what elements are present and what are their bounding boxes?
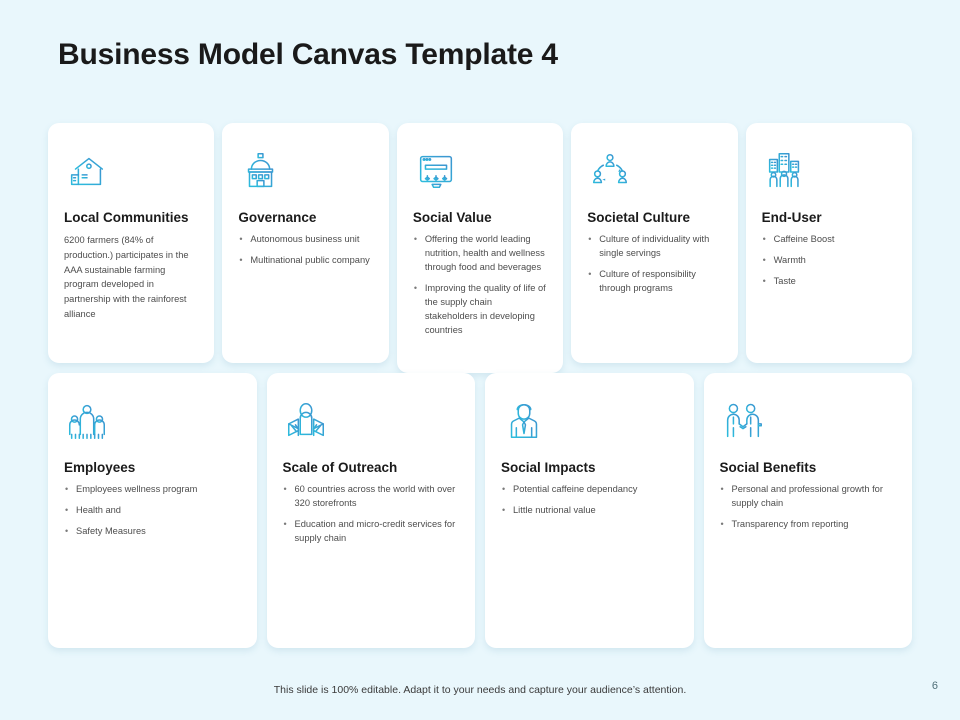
bullet-item: 60 countries across the world with over … <box>283 483 460 511</box>
bullet-item: Safety Measures <box>64 525 241 539</box>
card-bullet-list: Offering the world leading nutrition, he… <box>413 233 547 338</box>
browser-network-icon <box>413 148 547 196</box>
home-icon <box>64 148 198 196</box>
bullet-item: Education and micro-credit services for … <box>283 518 460 546</box>
card-scale-of-outreach: Scale of Outreach 60 countries across the… <box>266 373 475 648</box>
bullet-item: Transparency from reporting <box>720 518 897 532</box>
card-title: Social Impacts <box>501 460 596 475</box>
bullet-item: Autonomous business unit <box>238 233 372 247</box>
card-bullet-list: Personal and professional growth for sup… <box>720 483 897 532</box>
card-bullet-list: Potential caffeine dependancyLittle nutr… <box>501 483 678 518</box>
bullet-item: Personal and professional growth for sup… <box>720 483 897 511</box>
page-number: 6 <box>931 680 938 692</box>
card-title: Societal Culture <box>587 210 690 225</box>
card-title: Governance <box>238 210 317 225</box>
card-title: Employees <box>64 460 136 475</box>
bullet-item: Culture of individuality with single ser… <box>587 233 721 261</box>
employee-group-icon <box>64 398 241 446</box>
bullet-item: Offering the world leading nutrition, he… <box>413 233 547 275</box>
card-title: Social Value <box>412 210 492 225</box>
footer-note: This slide is 100% editable. Adapt it to… <box>273 684 687 696</box>
card-local-communities: Local Communities 6200 farmers (84% of pr… <box>48 123 215 363</box>
card-social-value: Social ValueOffering the world leading n… <box>396 123 564 373</box>
card-end-user: End-UserCaffeine BoostWarmthTaste <box>745 123 913 363</box>
card-social-benefits: Social BenefitsPersonal and professional… <box>703 373 912 648</box>
bullet-item: Health and <box>64 504 241 518</box>
crowd-city-icon <box>762 148 896 196</box>
card-title: Scale of Outreach <box>282 460 398 475</box>
card-governance: GovernanceAutonomous business unitMultin… <box>222 123 389 363</box>
people-network-icon <box>587 148 721 196</box>
card-description: 6200 farmers (84% of production.) partic… <box>64 235 189 319</box>
bullet-item: Multinational public company <box>238 254 372 268</box>
card-bullet-list: 60 countries across the world with over … <box>283 483 460 546</box>
card-row-bottom: EmployeesEmployees wellness programHealt… <box>48 373 912 648</box>
bullet-item: Potential caffeine dependancy <box>501 483 678 497</box>
bullet-item: Taste <box>762 275 896 289</box>
page-title: Business Model Canvas Template 4 <box>58 38 558 71</box>
person-map-icon <box>283 398 460 446</box>
card-social-impacts: Social ImpactsPotential caffeine dependa… <box>485 373 694 648</box>
government-building-icon <box>238 148 372 196</box>
bullet-item: Warmth <box>762 254 896 268</box>
bullet-item: Culture of responsibility through progra… <box>587 268 721 296</box>
bullet-item: Caffeine Boost <box>762 233 896 247</box>
card-bullet-list: Employees wellness programHealth andSafe… <box>64 483 241 539</box>
bullet-item: Employees wellness program <box>64 483 241 497</box>
card-row-top: Local Communities 6200 farmers (84% of pr… <box>48 123 913 373</box>
card-title: End-User <box>761 210 822 225</box>
card-title: Local Communities <box>64 210 189 225</box>
bullet-item: Little nutrional value <box>501 504 678 518</box>
bullet-item: Improving the quality of life of the sup… <box>413 282 547 338</box>
card-societal-culture: Societal CultureCulture of individuality… <box>571 123 738 363</box>
handshake-people-icon <box>720 398 897 446</box>
card-bullet-list: Culture of individuality with single ser… <box>587 233 721 296</box>
card-employees: EmployeesEmployees wellness programHealt… <box>48 373 257 648</box>
card-bullet-list: Autonomous business unitMultinational pu… <box>238 233 372 268</box>
businessperson-icon <box>501 398 678 446</box>
card-bullet-list: Caffeine BoostWarmthTaste <box>762 233 896 289</box>
card-title: Social Benefits <box>719 460 817 475</box>
